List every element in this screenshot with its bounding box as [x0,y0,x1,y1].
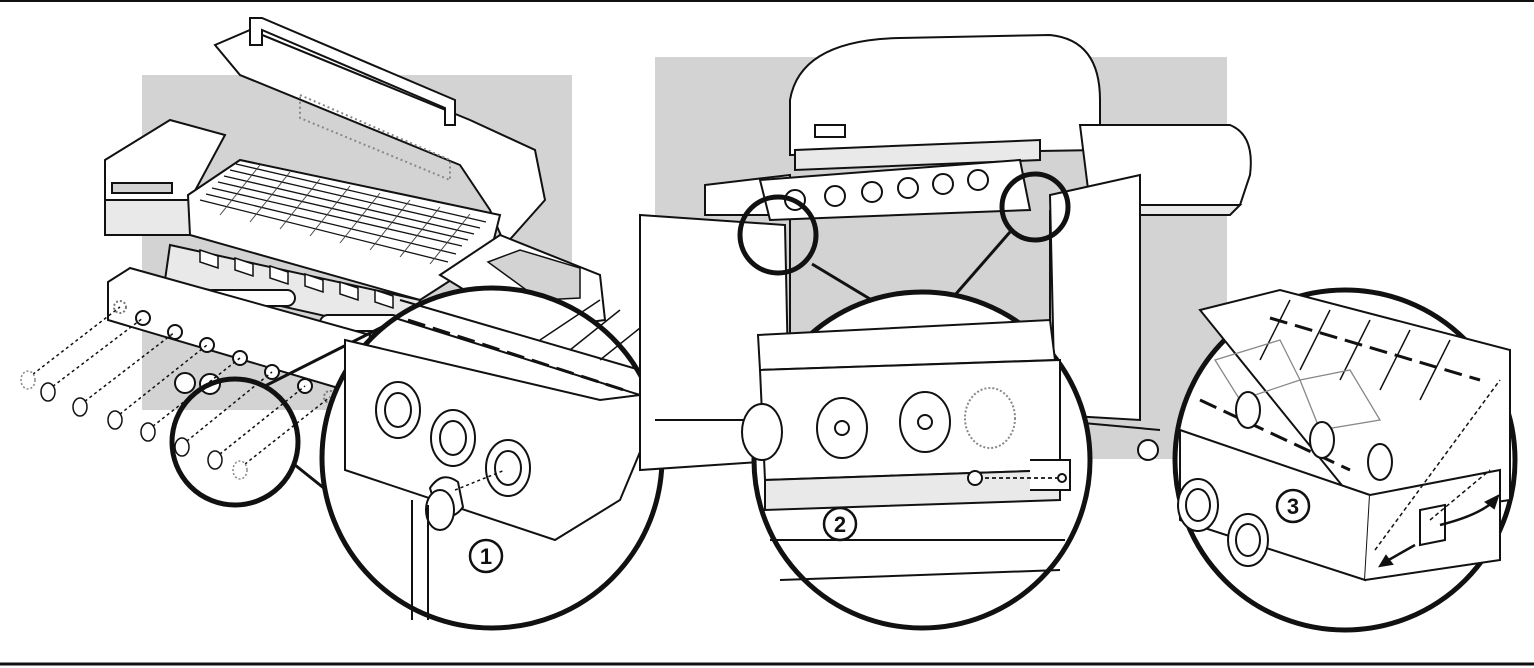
removed-knobs [20,306,331,480]
magnified-view-knobs: 1 [319,285,665,631]
cooking-grates [186,158,502,302]
magnified-view-panel: 3 [1172,287,1518,633]
panel-remove-panel: 3 [1172,287,1518,633]
step-1-number: 1 [480,544,492,569]
open-lid [213,17,547,247]
step-2-badge [822,506,858,542]
callout-ring-right-2 [999,171,1071,243]
left-side-table [104,118,227,236]
panel-knob-removal: 1 [20,17,665,631]
grill-front-view [704,33,1252,461]
callout-ring-small-1 [169,376,301,508]
callout-ring-left-2 [737,194,819,276]
step-3-number: 3 [1287,494,1299,519]
callout-connector-2b [953,231,1012,296]
step-1-badge [468,538,504,574]
magnified-view-screw: 2 [741,289,1093,631]
panel-front-screw: 2 [639,33,1252,631]
step-3-badge [1275,488,1311,524]
step-2-number: 2 [834,512,846,537]
